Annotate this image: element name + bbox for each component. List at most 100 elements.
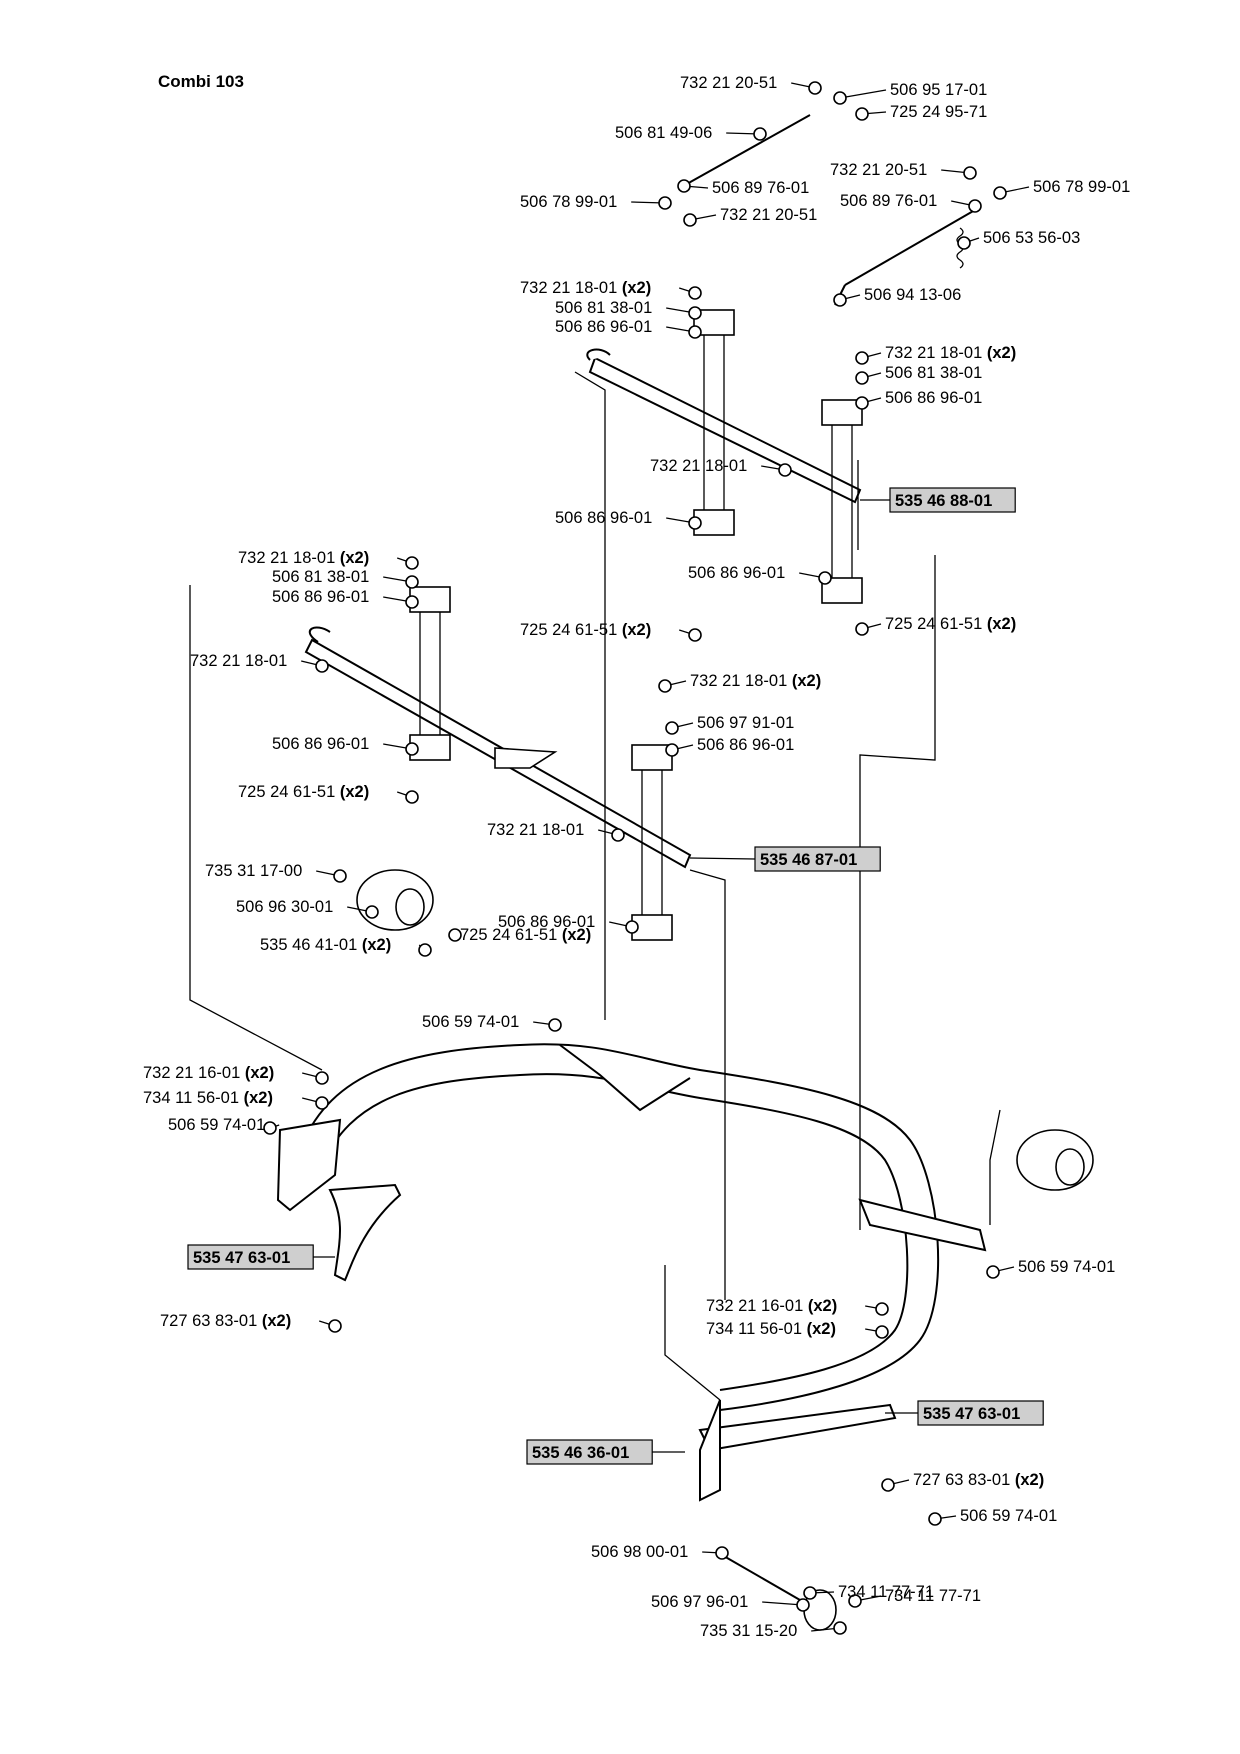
part-number-label: 506 89 76-01 <box>840 192 937 210</box>
bolt-icon <box>855 107 869 121</box>
part-number-label: 506 59 74-01 <box>168 1116 265 1134</box>
assembly-number-label: 535 47 63-01 <box>193 1249 290 1267</box>
washer-icon <box>315 1096 329 1110</box>
part-number-label: 506 97 96-01 <box>651 1593 748 1611</box>
part-number-label: 506 59 74-01 <box>960 1507 1057 1525</box>
part-number-label: 506 97 91-01 <box>697 714 794 732</box>
nut-icon <box>715 1546 729 1560</box>
part-number-label: 732 21 20-51 <box>680 74 777 92</box>
bolt-icon <box>875 1302 889 1316</box>
assembly-number-label: 535 47 63-01 <box>923 1405 1020 1423</box>
part-number-label: 506 95 17-01 <box>890 81 987 99</box>
leader-line <box>839 89 887 99</box>
bolt-icon <box>658 196 672 210</box>
part-number-label: 732 21 18-01 (x2) <box>885 344 1016 362</box>
bolt-icon <box>315 659 329 673</box>
assembly-guides <box>189 371 1001 1401</box>
bolt-icon <box>263 1121 277 1135</box>
assembly-label-box <box>917 1400 1044 1426</box>
assembly-number-label: 535 46 36-01 <box>532 1444 629 1462</box>
nut-icon <box>333 869 347 883</box>
part-number-label: 732 21 18-01 (x2) <box>520 279 651 297</box>
part-number-label: 734 11 56-01 (x2) <box>706 1320 836 1338</box>
part-number-label: 535 46 41-01 (x2) <box>260 936 391 954</box>
bolt-icon <box>833 293 847 307</box>
bolt-icon <box>665 743 679 757</box>
part-number-label: 506 86 96-01 <box>688 564 785 582</box>
bolt-icon <box>548 1018 562 1032</box>
part-number-label: 506 86 96-01 <box>498 913 595 931</box>
washer-icon <box>986 1265 1000 1279</box>
part-number-label: 506 59 74-01 <box>1018 1258 1115 1276</box>
nut-icon <box>808 81 822 95</box>
nut-icon <box>778 463 792 477</box>
washer-icon <box>688 306 702 320</box>
washer-icon <box>833 91 847 105</box>
nut-icon <box>848 1594 862 1608</box>
nut-icon <box>683 213 697 227</box>
part-number-label: 506 86 96-01 <box>697 736 794 754</box>
part-number-label: 734 11 77-71 <box>885 1587 981 1605</box>
washer-icon <box>833 1621 847 1635</box>
middle-roller-bar <box>304 626 692 869</box>
part-number-label: 732 21 18-01 (x2) <box>690 672 821 690</box>
assembly-labels: 535 46 88-01 535 46 87-01 535 47 63-01 535 … <box>187 487 1044 1465</box>
washer-icon <box>855 371 869 385</box>
part-number-label: 734 11 56-01 (x2) <box>143 1089 273 1107</box>
part-number-label: 506 86 96-01 <box>555 509 652 527</box>
leader-line <box>689 857 756 860</box>
part-number-label: 732 21 16-01 (x2) <box>143 1064 274 1082</box>
bolt-icon <box>796 1598 810 1612</box>
part-number-label: 506 86 96-01 <box>272 588 369 606</box>
bolt-icon <box>611 828 625 842</box>
part-number-label: 732 21 20-51 <box>720 206 817 224</box>
assembly-number-label: 535 46 87-01 <box>760 851 857 869</box>
nut-icon <box>315 1071 329 1085</box>
bolt-icon <box>855 396 869 410</box>
part-number-label: 732 21 18-01 <box>487 821 584 839</box>
bolt-icon <box>688 325 702 339</box>
part-number-label: 506 86 96-01 <box>272 735 369 753</box>
bolt-icon <box>928 1512 942 1526</box>
upper-roller-bar <box>586 348 862 550</box>
nut-icon <box>405 575 419 589</box>
nut-icon <box>658 679 672 693</box>
diagram-title: Combi 103 <box>158 72 244 91</box>
washer-icon <box>855 622 869 636</box>
part-number-label: 506 96 30-01 <box>236 898 333 916</box>
part-number-label: 732 21 16-01 (x2) <box>706 1297 837 1315</box>
part-number-label: 725 24 61-51 (x2) <box>460 926 591 944</box>
part-number-label: 506 53 56-03 <box>983 229 1080 247</box>
washer-icon <box>625 920 639 934</box>
bolt-icon <box>418 943 432 957</box>
part-number-label: 506 81 38-01 <box>885 364 982 382</box>
nut-icon <box>688 286 702 300</box>
part-number-label: 506 94 13-06 <box>864 286 961 304</box>
rollers <box>356 869 1094 1631</box>
part-number-label: 725 24 61-51 (x2) <box>520 621 651 639</box>
nut-icon <box>328 1319 342 1333</box>
part-number-label: 725 24 61-51 (x2) <box>885 615 1016 633</box>
part-number-label: 734 11 77-71 <box>838 1583 934 1601</box>
washer-icon <box>405 595 419 609</box>
leader-line <box>762 1601 804 1606</box>
part-number-label: 725 24 61-51 (x2) <box>238 783 369 801</box>
part-number-label: 727 63 83-01 (x2) <box>913 1471 1044 1489</box>
washer-icon <box>688 516 702 530</box>
assembly-number-label: 535 46 88-01 <box>895 492 992 510</box>
washer-icon <box>963 166 977 180</box>
part-number-label: 506 86 96-01 <box>555 318 652 336</box>
part-number-label: 506 86 96-01 <box>885 389 982 407</box>
part-number-label: 727 63 83-01 (x2) <box>160 1312 291 1330</box>
washer-icon <box>803 1586 817 1600</box>
bolt-icon <box>818 571 832 585</box>
main-frame <box>276 1043 987 1502</box>
part-number-label: 506 81 38-01 <box>555 299 652 317</box>
nut-icon <box>855 351 869 365</box>
part-number-label: 506 98 00-01 <box>591 1543 688 1561</box>
leader-lines <box>263 81 1030 1635</box>
washer-icon <box>405 790 419 804</box>
washer-icon <box>665 721 679 735</box>
